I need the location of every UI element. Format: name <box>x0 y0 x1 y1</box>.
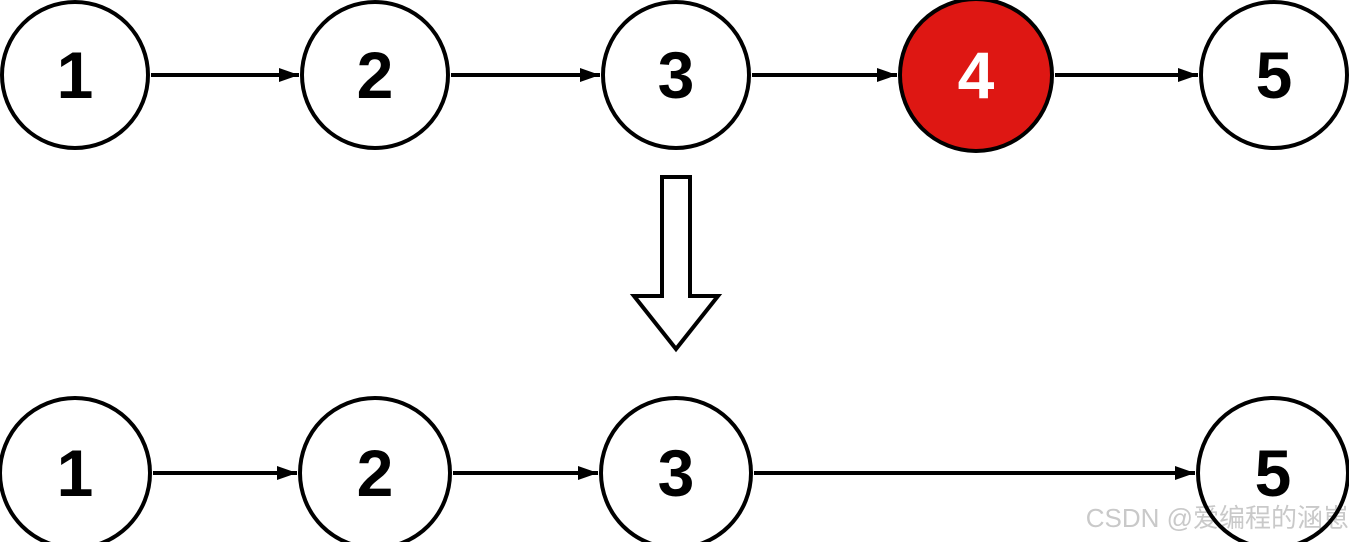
node-label-after-2: 2 <box>357 436 394 510</box>
list-node-before-3 <box>601 0 751 150</box>
list-node-before-4 <box>898 0 1054 153</box>
node-label-after-3: 3 <box>658 436 695 510</box>
list-node-after-5 <box>1196 396 1349 542</box>
node-label-after-5: 5 <box>1255 436 1292 510</box>
node-label-before-4: 4 <box>958 38 995 112</box>
layer-transform-arrow <box>629 175 723 353</box>
list-node-after-1 <box>0 396 152 542</box>
list-node-before-1 <box>0 0 150 150</box>
transform-down-arrow-icon <box>629 175 723 353</box>
node-label-before-2: 2 <box>357 38 394 112</box>
list-node-after-3 <box>599 396 753 542</box>
node-label-before-5: 5 <box>1256 38 1293 112</box>
list-node-after-2 <box>298 396 452 542</box>
node-label-before-3: 3 <box>658 38 695 112</box>
list-node-before-5 <box>1199 0 1349 150</box>
list-node-before-2 <box>300 0 450 150</box>
node-label-after-1: 1 <box>57 436 94 510</box>
layer-edges <box>151 68 1198 480</box>
node-label-before-1: 1 <box>57 38 94 112</box>
